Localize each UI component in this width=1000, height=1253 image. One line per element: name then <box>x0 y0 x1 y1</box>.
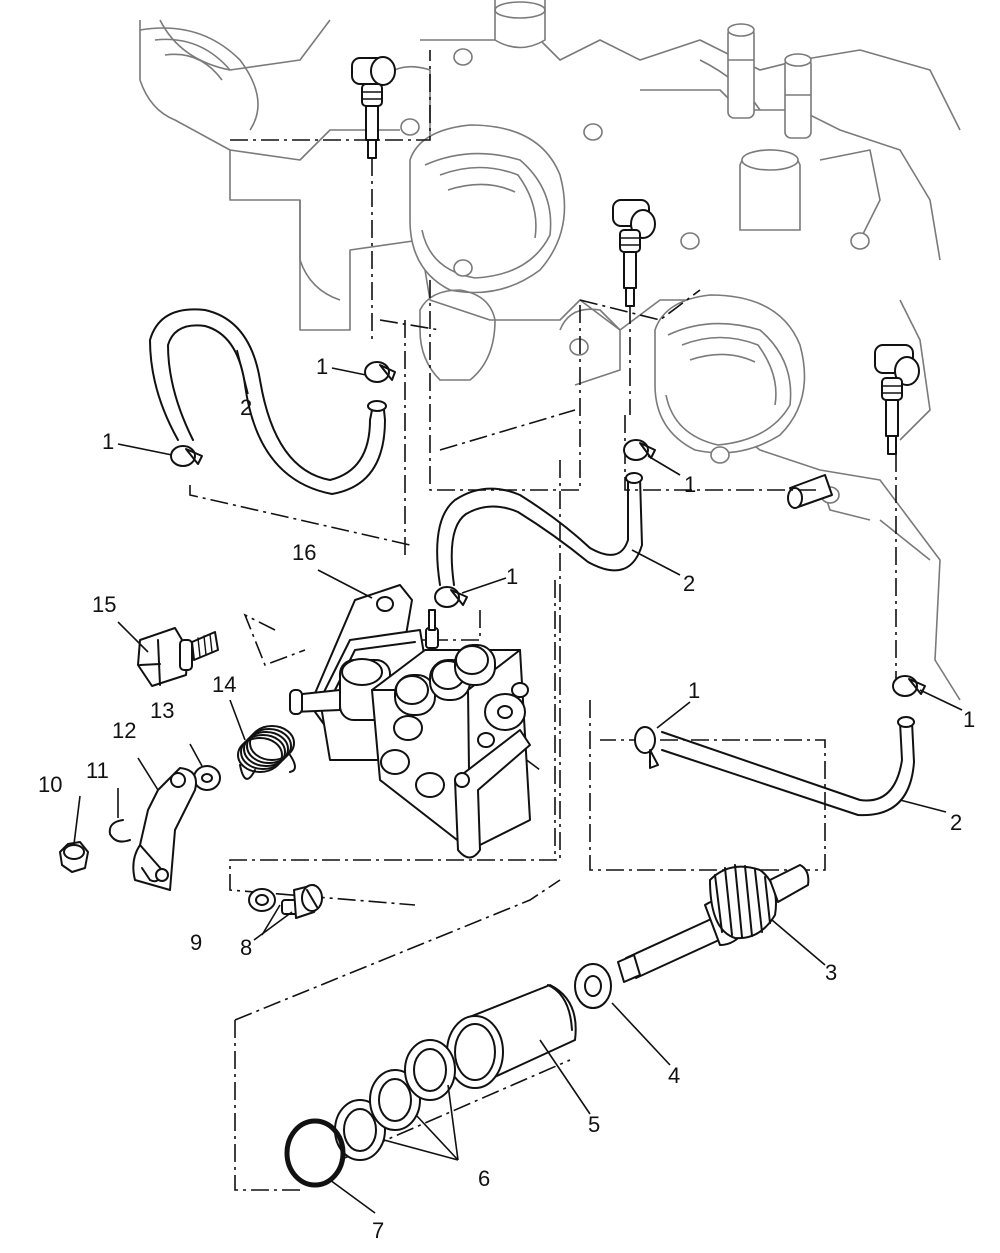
oil-hose-middle <box>436 472 643 586</box>
hose-clamp <box>170 445 203 467</box>
hose-clamp <box>892 675 926 697</box>
callout-banjo-screw: 8 <box>240 935 252 960</box>
callout-oil-hose: 2 <box>950 810 962 835</box>
callout-oil-pump: 16 <box>292 540 316 565</box>
callout-hose-clamp: 1 <box>684 472 696 497</box>
banjo-screw <box>281 884 323 919</box>
banjo-fitting-right <box>874 344 920 455</box>
callout-labels: 1 1 1 1 1 1 2 2 2 3 4 5 6 7 8 9 10 11 12… <box>38 354 975 1243</box>
mounting-bolt <box>137 627 219 687</box>
callout-snap-ring: 11 <box>86 758 109 783</box>
oil-pump-assembly <box>289 584 531 859</box>
callout-drive-gear-shaft: 3 <box>825 960 837 985</box>
flat-washer <box>193 765 221 791</box>
control-lever <box>132 767 197 891</box>
o-ring <box>284 1118 346 1188</box>
callout-gasket-rings: 6 <box>478 1166 490 1191</box>
callout-hose-clamp: 1 <box>963 707 975 732</box>
hose-clamp <box>623 439 656 461</box>
banjo-fitting-left <box>351 56 396 159</box>
banjo-fitting-middle <box>612 199 656 307</box>
sealing-washer <box>248 888 276 912</box>
hex-nut <box>59 841 89 873</box>
hose-clamp <box>364 361 396 383</box>
hose-clamp <box>434 586 468 608</box>
snap-ring <box>108 819 131 843</box>
callout-flat-washer: 13 <box>150 698 174 723</box>
callout-hose-clamp: 1 <box>506 564 518 589</box>
bushing-sleeve <box>446 984 577 1089</box>
callout-hose-clamp: 1 <box>688 678 700 703</box>
oil-hose-right <box>661 716 915 817</box>
callout-control-lever: 12 <box>112 718 136 743</box>
drive-gear-shaft <box>617 864 810 983</box>
hose-clamp <box>634 726 659 769</box>
callout-oil-hose: 2 <box>683 571 695 596</box>
gasket-ring <box>404 1039 456 1101</box>
callout-bushing: 5 <box>588 1112 600 1137</box>
callout-hex-nut: 10 <box>38 772 62 797</box>
callout-hose-clamp: 1 <box>316 354 328 379</box>
callout-hose-clamp: 1 <box>102 429 114 454</box>
callout-o-ring: 7 <box>372 1218 384 1243</box>
torsion-spring <box>237 725 296 780</box>
callout-mounting-bolt: 15 <box>92 592 116 617</box>
callout-thrust-washer: 4 <box>668 1063 680 1088</box>
callout-torsion-spring: 14 <box>212 672 236 697</box>
leader-lines <box>73 349 963 1214</box>
callout-sealing-washer: 9 <box>190 930 202 955</box>
callout-oil-hose: 2 <box>240 395 252 420</box>
thrust-washer <box>574 963 612 1009</box>
engine-cylinder-block <box>139 0 961 701</box>
assembly-lines <box>189 50 897 1191</box>
